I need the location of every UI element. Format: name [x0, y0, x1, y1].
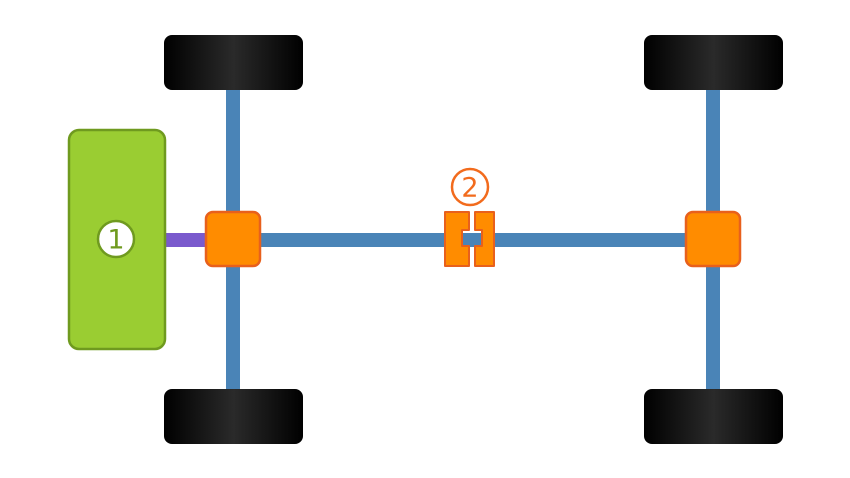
engine-output-shaft: [165, 233, 210, 247]
front-left-wheel: [164, 35, 303, 90]
coupling-number-label: 2: [461, 173, 478, 204]
drive-shaft: [233, 233, 713, 247]
coupling-number-marker: 2: [450, 167, 490, 207]
rear-left-wheel: [644, 35, 783, 90]
engine-number-label: 1: [107, 225, 124, 256]
engine-number-marker: 1: [96, 219, 136, 259]
coupling-left-half: [444, 211, 470, 267]
coupling-right-half: [474, 211, 495, 267]
engine-number-circle: [96, 219, 136, 259]
rear-right-wheel: [644, 389, 783, 444]
center-coupling: [444, 211, 495, 267]
front-right-wheel: [164, 389, 303, 444]
rear-differential: [684, 210, 742, 268]
front-differential: [204, 210, 262, 268]
coupling-number-circle: [450, 167, 490, 207]
